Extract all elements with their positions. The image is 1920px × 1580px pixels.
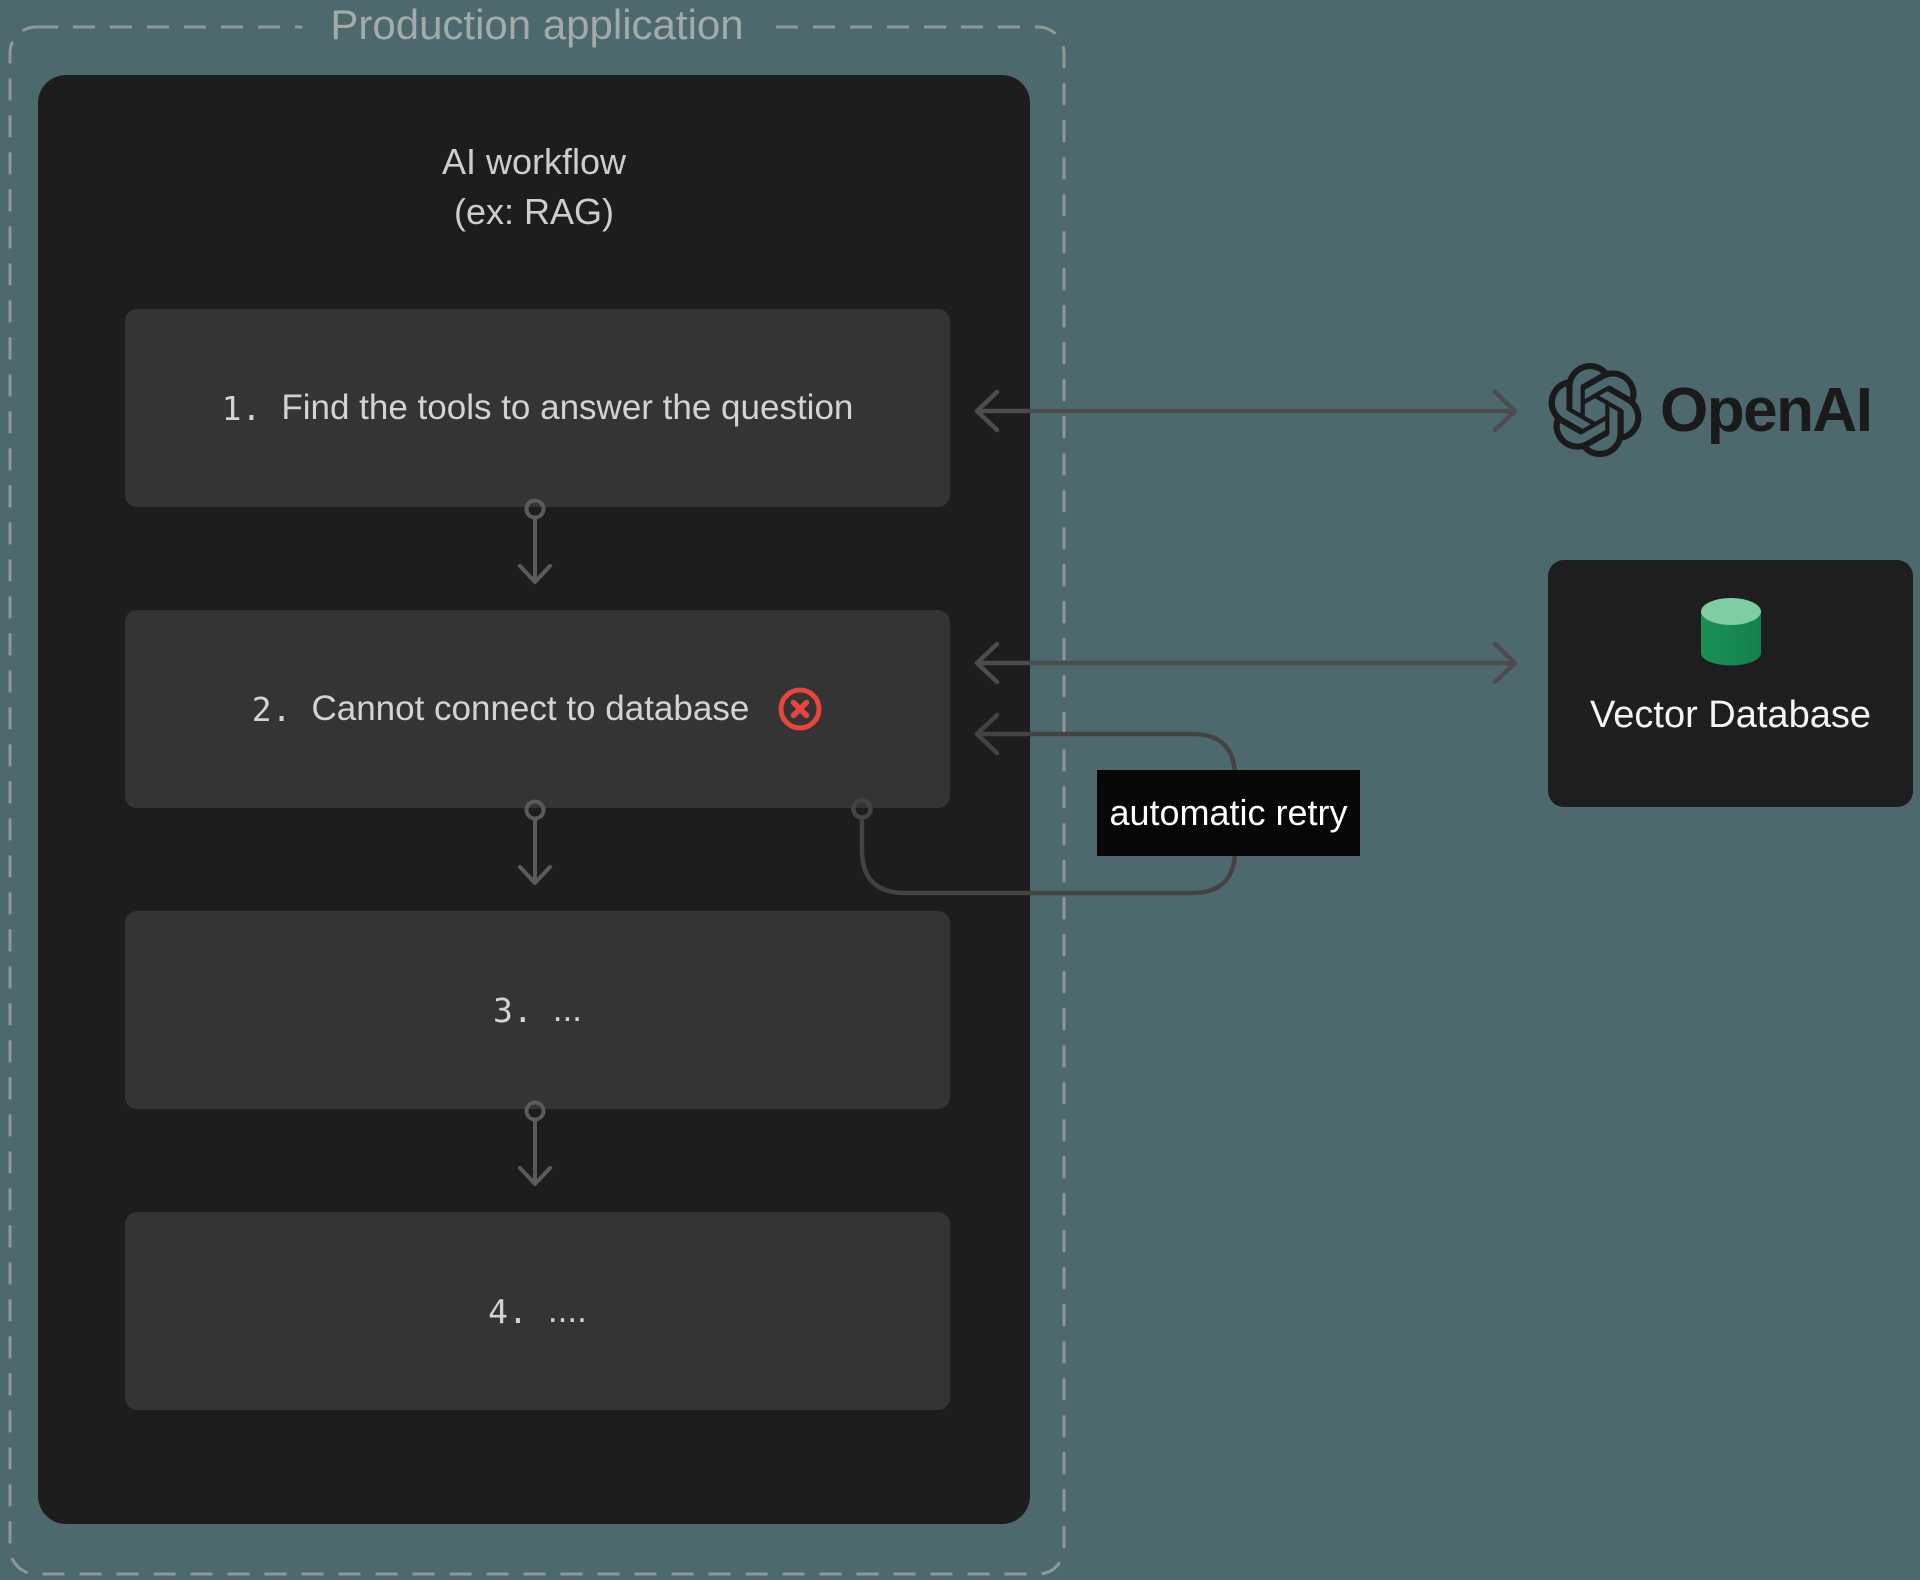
openai-wordmark: OpenAI <box>1660 375 1873 445</box>
openai-logo: OpenAI <box>1548 362 1873 458</box>
vector-database-label: Vector Database <box>1590 694 1871 736</box>
down-arrow-icon <box>518 1100 552 1186</box>
error-x-icon <box>778 687 822 731</box>
openai-flower-icon <box>1548 363 1642 457</box>
step-label: Cannot connect to database <box>311 689 750 728</box>
vector-database-card: Vector Database <box>1548 560 1913 807</box>
production-application-title: Production application <box>302 1 772 49</box>
step-label: Find the tools to answer the question <box>281 388 854 427</box>
down-arrow-icon <box>518 799 552 885</box>
workflow-title: AI workflow (ex: RAG) <box>38 137 1030 237</box>
workflow-title-line2: (ex: RAG) <box>453 191 614 232</box>
workflow-step-3: 3. ... <box>125 911 950 1109</box>
step-number: 3. <box>493 990 533 1030</box>
workflow-step-1: 1. Find the tools to answer the question <box>125 309 950 507</box>
step-label: .... <box>547 1291 587 1330</box>
automatic-retry-text: automatic retry <box>1109 792 1348 833</box>
double-headed-arrow-openai <box>974 389 1518 433</box>
step-label: ... <box>552 990 582 1029</box>
step-number: 1. <box>221 388 262 428</box>
down-arrow-icon <box>518 498 552 584</box>
retry-loop-arrow-icon <box>851 712 1238 896</box>
workflow-step-2: 2. Cannot connect to database <box>125 610 950 808</box>
workflow-title-line1: AI workflow <box>441 141 627 182</box>
step-number: 2. <box>251 689 292 729</box>
automatic-retry-label: automatic retry <box>1097 770 1360 856</box>
step-number: 4. <box>488 1291 528 1331</box>
workflow-step-4: 4. .... <box>125 1212 950 1410</box>
double-headed-arrow-vector-db <box>974 641 1518 685</box>
database-cylinder-icon <box>1700 598 1761 666</box>
